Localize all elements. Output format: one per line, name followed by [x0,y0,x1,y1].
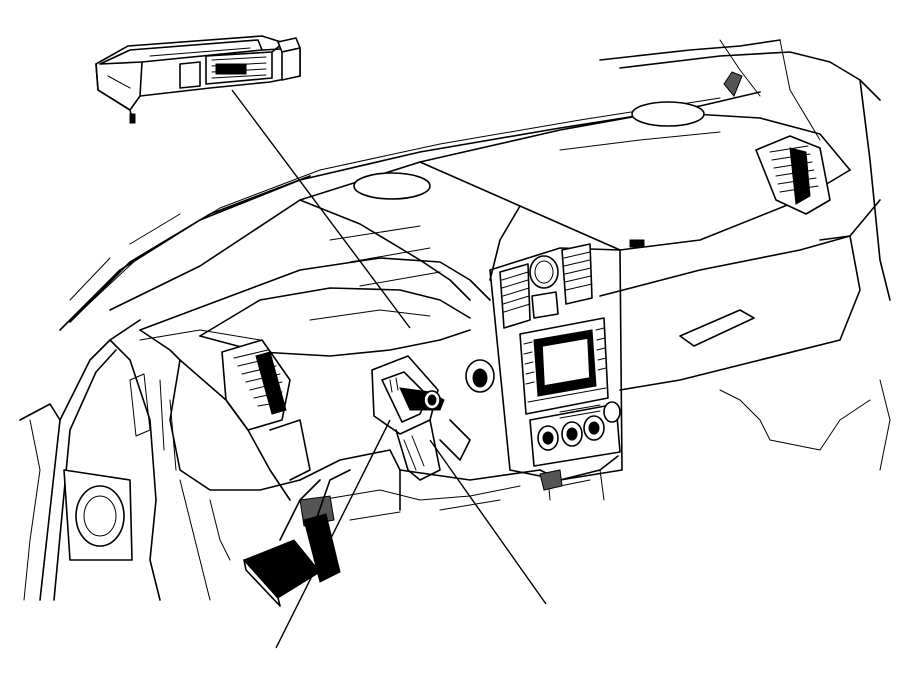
leader-pedal [275,419,391,649]
module-box [95,35,301,124]
center-stack [489,243,623,501]
left-door [19,319,181,601]
speaker-left [353,172,431,200]
leader-module [231,89,411,329]
center-vent-left [499,263,531,329]
passenger-side [599,135,891,471]
accelerator-pedal [303,513,341,583]
pedal-assembly [243,469,351,607]
instrument-cluster [139,257,495,501]
door-speaker [75,485,125,547]
glovebox-handle [679,309,755,347]
dashboard-top [109,101,851,311]
lower-dash [179,449,541,601]
speaker-right [631,101,705,127]
brake-pedal [243,539,321,599]
knob-4 [603,401,621,423]
clock [529,255,559,289]
callout-leaders [231,89,547,649]
leader-column [429,439,547,605]
steering-column [371,355,471,481]
